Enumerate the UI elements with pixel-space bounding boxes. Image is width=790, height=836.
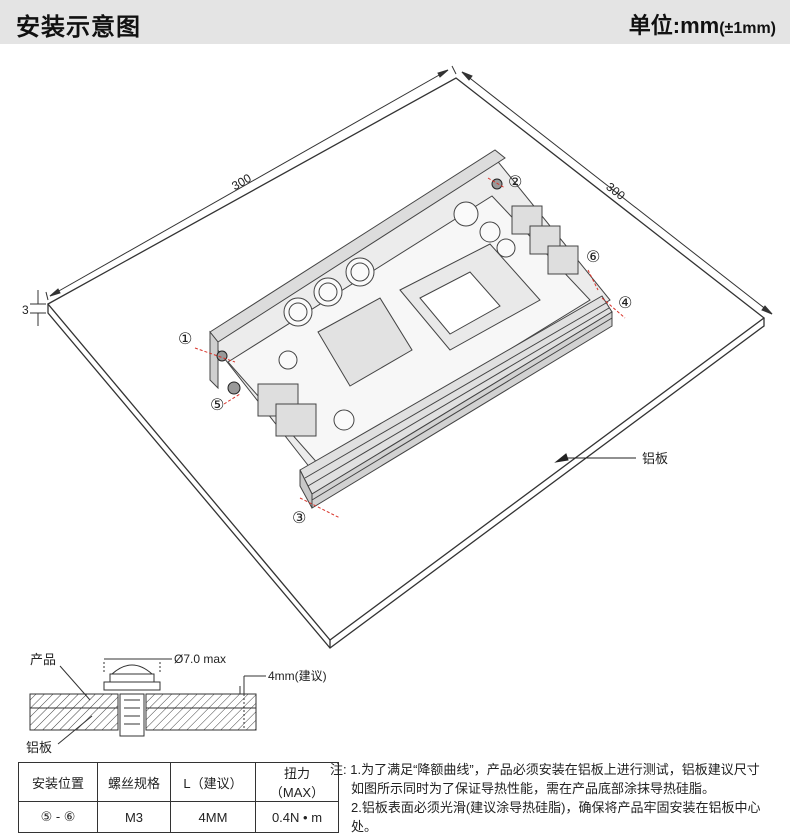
marker-1: ①: [178, 331, 192, 348]
page-title: 安装示意图: [16, 14, 141, 41]
plate-label: 铝板: [642, 451, 668, 466]
power-module: [209, 149, 613, 509]
detail-plate-label: 铝板: [26, 740, 52, 755]
spec-header-torque: 扭力（MAX）: [255, 762, 339, 802]
installation-notes: 注: 1.为了满足“降额曲线”，产品必须安装在铝板上进行测试，铝板建议尺寸 如图…: [330, 760, 780, 836]
spec-cell-position: ⑤ - ⑥: [18, 801, 98, 833]
detail-product-label: 产品: [30, 652, 56, 667]
screw-length-label: 4mm(建议): [268, 669, 327, 683]
spec-table: 安装位置 螺丝规格 L（建议） 扭力（MAX） ⑤ - ⑥ M3 4MM 0.4…: [18, 762, 339, 833]
spec-cell-length: 4MM: [170, 801, 256, 833]
marker-2: ②: [508, 174, 522, 191]
spec-table-row: ⑤ - ⑥ M3 4MM 0.4N • m: [18, 801, 339, 833]
cross-section-detail: [29, 658, 266, 745]
marker-5-text: ⑤: [210, 397, 224, 414]
page-header: 安装示意图 单位:mm(±1mm): [0, 0, 790, 44]
marker-1-text: ①: [178, 331, 192, 348]
marker-6: ⑥: [586, 249, 600, 266]
spec-cell-torque: 0.4N • m: [255, 801, 339, 833]
marker-3-text: ③: [292, 510, 306, 527]
marker-5: ⑤: [210, 397, 224, 414]
unit-label: 单位:mm(±1mm): [629, 8, 776, 40]
capacitors: [278, 201, 516, 431]
marker-2-text: ②: [508, 174, 522, 191]
spec-header-position: 安装位置: [18, 762, 98, 802]
unit-text: 单位:mm: [628, 13, 720, 38]
dim-thickness-text: 3: [22, 303, 29, 317]
dimension-depth: [461, 71, 773, 315]
washer-dim-label: Ø7.0 max: [174, 652, 226, 666]
dimension-thickness: [30, 290, 46, 326]
spec-cell-screw: M3: [97, 801, 171, 833]
dimension-width: [45, 65, 457, 301]
note-line-1b: 如图所示同时为了保证导热性能，需在产品底部涂抹导热硅脂。: [351, 781, 716, 796]
marker-3: ③: [292, 510, 306, 527]
marker-4-text: ④: [618, 295, 632, 312]
spec-table-header-row: 安装位置 螺丝规格 L（建议） 扭力（MAX）: [18, 762, 339, 802]
note-line-1: 注: 1.为了满足“降额曲线”，产品必须安装在铝板上进行测试，铝板建议尺寸: [330, 762, 760, 777]
callout-lines: [194, 177, 626, 519]
marker-6-text: ⑥: [586, 249, 600, 266]
plate-pointer: [554, 453, 636, 463]
spec-header-length: L（建议）: [170, 762, 256, 802]
tolerance-text: (±1mm): [719, 20, 776, 37]
marker-4: ④: [618, 295, 632, 312]
spec-header-screw: 螺丝规格: [97, 762, 171, 802]
installation-diagram: 300 300 3: [22, 65, 773, 755]
dim-width-text: 300: [229, 171, 254, 193]
note-line-2: 2.铝板表面必须光滑(建议涂导热硅脂)，确保将产品牢固安装在铝板中心处。: [351, 800, 761, 834]
